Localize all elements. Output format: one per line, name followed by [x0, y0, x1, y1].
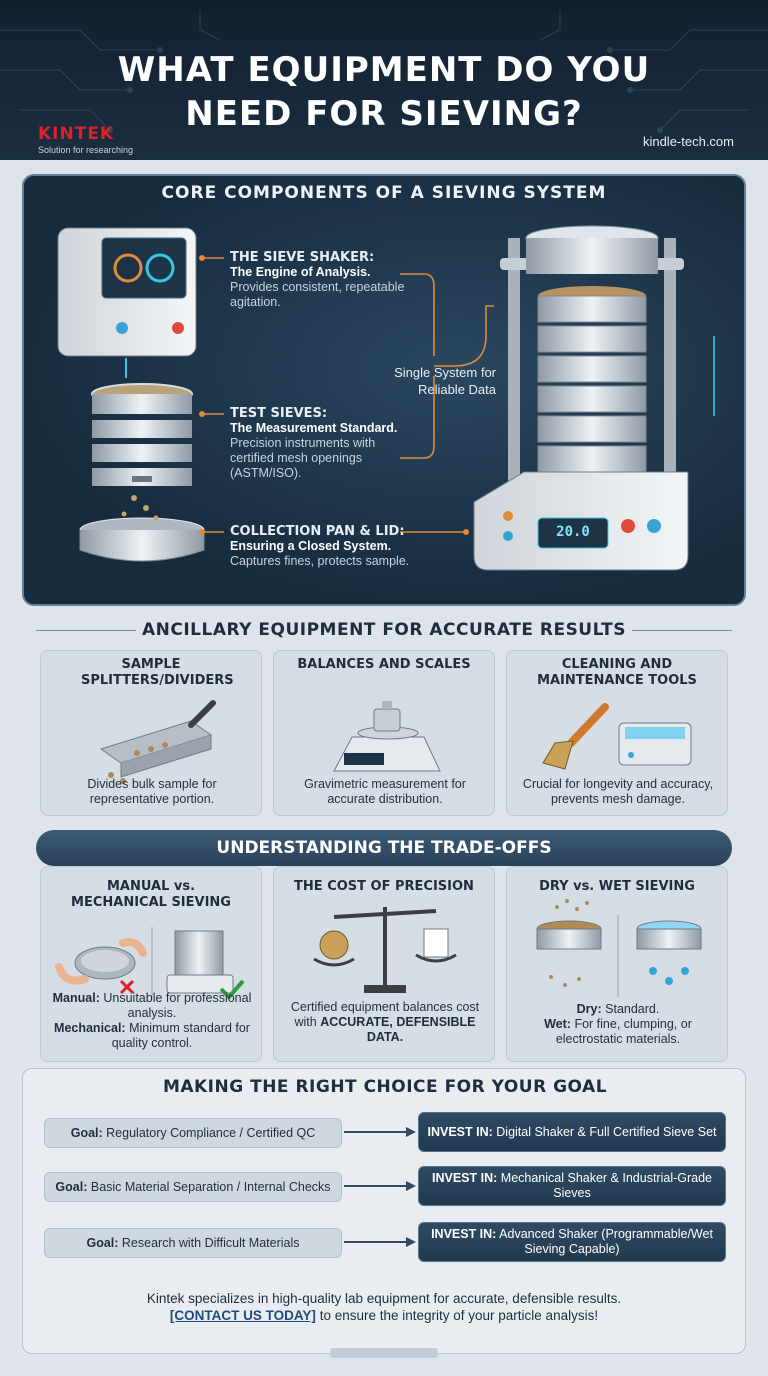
- invest-text: Digital Shaker & Full Certified Sieve Se…: [496, 1124, 717, 1139]
- goal-label: Goal:: [70, 1126, 103, 1140]
- component-description: Precision instruments with certified mes…: [230, 436, 376, 480]
- card-description: Dry: Standard. Wet: For fine, clumping, …: [513, 1002, 723, 1047]
- component-collection-pan: COLLECTION PAN & LID: Ensuring a Closed …: [230, 524, 430, 569]
- circuit-pattern: [0, 10, 768, 133]
- mechanical-label: Mechanical:: [54, 1021, 126, 1035]
- footer-line-2: to ensure the integrity of your particle…: [319, 1308, 599, 1323]
- header: WHAT EQUIPMENT DO YOU NEED FOR SIEVING? …: [0, 0, 768, 160]
- contact-us-link[interactable]: [CONTACT US TODAY]: [169, 1308, 316, 1323]
- precision-bold: ACCURATE, DEFENSIBLE DATA.: [320, 1015, 476, 1044]
- sieve-shaker-large-icon: [473, 225, 689, 571]
- manual-text: Unsuitable for professional analysis.: [103, 991, 252, 1020]
- invest-label: INVEST IN:: [427, 1124, 493, 1139]
- divider: [632, 630, 732, 631]
- shaker-icon: [57, 227, 197, 357]
- core-components-panel: CORE COMPONENTS OF A SIEVING SYSTEM: [22, 174, 746, 606]
- tradeoffs-title: UNDERSTANDING THE TRADE-OFFS: [36, 830, 732, 866]
- card-description: Certified equipment balances cost with A…: [280, 1000, 490, 1045]
- card-title: CLEANING AND MAINTENANCE TOOLS: [537, 657, 697, 688]
- dry-wet-icon: [536, 899, 702, 997]
- test-sieves-icon: [91, 383, 193, 486]
- invest-text: Mechanical Shaker & Industrial-Grade Sie…: [500, 1171, 712, 1200]
- goal-row-2: Goal: Basic Material Separation / Intern…: [44, 1172, 342, 1202]
- single-system-label: Single System for Reliable Data: [394, 365, 496, 397]
- invest-box-3: INVEST IN: Advanced Shaker (Programmable…: [418, 1222, 726, 1262]
- goal-text: Basic Material Separation / Internal Che…: [90, 1180, 331, 1194]
- brand-tagline: Solution for researching: [38, 145, 134, 155]
- goal-row-1: Goal: Regulatory Compliance / Certified …: [44, 1118, 342, 1148]
- invest-box-2: INVEST IN: Mechanical Shaker & Industria…: [418, 1166, 726, 1206]
- invest-text: Advanced Shaker (Programmable/Wet Sievin…: [499, 1227, 713, 1256]
- card-title: MANUAL vs. MECHANICAL SIEVING: [71, 879, 231, 910]
- component-test-sieves: TEST SIEVES: The Measurement Standard. P…: [230, 406, 406, 481]
- card-dry-vs-wet: DRY vs. WET SIEVING Dry: Standard. Wet: …: [506, 866, 728, 1062]
- card-description: Divides bulk sample for representative p…: [87, 777, 217, 806]
- card-manual-vs-mechanical: MANUAL vs. MECHANICAL SIEVING Manual: Un…: [40, 866, 262, 1062]
- invest-label: INVEST IN:: [432, 1171, 498, 1185]
- core-title: CORE COMPONENTS OF A SIEVING SYSTEM: [161, 183, 607, 203]
- footer-line-1: Kintek specializes in high-quality lab e…: [146, 1291, 622, 1306]
- dry-label: Dry:: [576, 1002, 602, 1016]
- card-cost-of-precision: THE COST OF PRECISION Certified equipmen…: [273, 866, 495, 1062]
- mechanical-text: Minimum standard for quality control.: [111, 1021, 250, 1050]
- brand-logo[interactable]: KINTEK Solution for researching: [38, 124, 133, 155]
- manual-label: Manual:: [52, 991, 100, 1005]
- card-title: SAMPLE SPLITTERS/DIVIDERS: [81, 657, 234, 688]
- manual-mechanical-icon: [55, 927, 245, 1000]
- component-heading: COLLECTION PAN & LID:: [230, 524, 405, 539]
- title-line-2: NEED FOR SIEVING?: [185, 94, 583, 134]
- ancillary-title: ANCILLARY EQUIPMENT FOR ACCURATE RESULTS: [142, 620, 626, 640]
- arrow-right-icon: [344, 1237, 416, 1247]
- component-subheading: Ensuring a Closed System.: [230, 539, 392, 553]
- goal-row-3: Goal: Research with Difficult Materials: [44, 1228, 342, 1258]
- component-subheading: The Engine of Analysis.: [230, 265, 371, 279]
- card-title: THE COST OF PRECISION: [294, 879, 474, 894]
- component-heading: THE SIEVE SHAKER:: [230, 250, 375, 265]
- component-heading: TEST SIEVES:: [230, 406, 328, 421]
- card-sample-splitters: SAMPLE SPLITTERS/DIVIDERS Divides bulk s…: [40, 650, 262, 816]
- goal-text: Research with Difficult Materials: [121, 1236, 300, 1250]
- brush-icon: [542, 703, 692, 770]
- wet-label: Wet:: [544, 1017, 571, 1031]
- scale-balance-icon: [313, 907, 457, 993]
- invest-label: INVEST IN:: [431, 1227, 497, 1241]
- goal-label: Goal:: [86, 1236, 119, 1250]
- component-description: Captures fines, protects sample.: [230, 554, 410, 568]
- collection-pan-icon: [79, 495, 205, 562]
- precision-text: Certified equipment balances cost with: [290, 1000, 480, 1029]
- card-title: BALANCES AND SCALES: [297, 657, 471, 672]
- dry-text: Standard.: [605, 1002, 660, 1016]
- card-description: Manual: Unsuitable for professional anal…: [47, 991, 257, 1051]
- page-title: WHAT EQUIPMENT DO YOU NEED FOR SIEVING?: [0, 48, 768, 136]
- component-description: Provides consistent, repeatable agitatio…: [230, 280, 405, 309]
- card-description: Gravimetric measurement for accurate dis…: [304, 777, 466, 806]
- goal-label: Goal:: [55, 1180, 88, 1194]
- arrow-right-icon: [344, 1127, 416, 1137]
- balance-icon: [333, 701, 441, 772]
- card-description: Crucial for longevity and accuracy, prev…: [522, 777, 714, 806]
- shaker-display-value: 20.0: [556, 524, 590, 540]
- invest-box-1: INVEST IN: Digital Shaker & Full Certifi…: [418, 1112, 726, 1152]
- brand-name: KINTEK: [38, 124, 115, 144]
- component-sieve-shaker: THE SIEVE SHAKER: The Engine of Analysis…: [230, 250, 406, 310]
- splitter-icon: [99, 700, 216, 784]
- card-title: DRY vs. WET SIEVING: [539, 879, 695, 894]
- core-illustration: [57, 225, 715, 571]
- component-subheading: The Measurement Standard.: [230, 421, 398, 435]
- footer-text: Kintek specializes in high-quality lab e…: [30, 1290, 738, 1324]
- divider: [36, 630, 136, 631]
- site-link[interactable]: kindle-tech.com: [642, 134, 734, 149]
- card-cleaning-tools: CLEANING AND MAINTENANCE TOOLS Crucial f…: [506, 650, 728, 816]
- arrow-right-icon: [344, 1181, 416, 1191]
- card-balances: BALANCES AND SCALES Gravimetric measurem…: [273, 650, 495, 816]
- goals-title: MAKING THE RIGHT CHOICE FOR YOUR GOAL: [162, 1077, 608, 1097]
- title-line-1: WHAT EQUIPMENT DO YOU: [117, 50, 651, 90]
- bottom-tab-handle: [330, 1348, 438, 1358]
- goal-text: Regulatory Compliance / Certified QC: [106, 1126, 316, 1140]
- wet-text: For fine, clumping, or electrostatic mat…: [555, 1017, 692, 1046]
